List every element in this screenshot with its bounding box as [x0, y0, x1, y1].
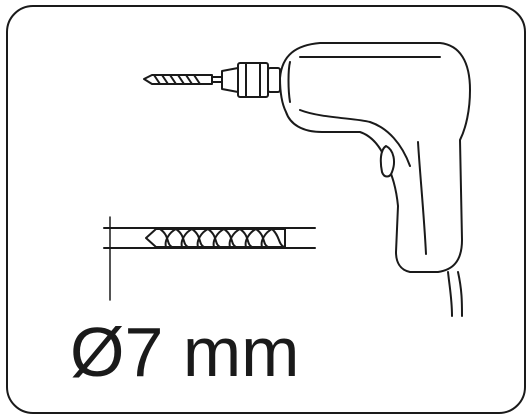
diameter-label: Ø7 mm	[70, 313, 300, 391]
power-cord-icon	[447, 271, 453, 317]
bit-diagram	[103, 216, 316, 301]
chuck-bit-icon	[143, 74, 223, 85]
drill-front-ring	[287, 61, 291, 103]
drill-handle-inner	[299, 109, 411, 167]
power-cord-icon-2	[457, 271, 463, 317]
chuck-icon	[221, 62, 281, 98]
drill-icon	[143, 42, 471, 317]
drill-body	[279, 42, 471, 273]
drill-handle-edge	[417, 141, 427, 255]
bit-flutes-2	[164, 228, 273, 248]
trigger-icon	[379, 145, 395, 178]
card-border	[6, 5, 526, 414]
